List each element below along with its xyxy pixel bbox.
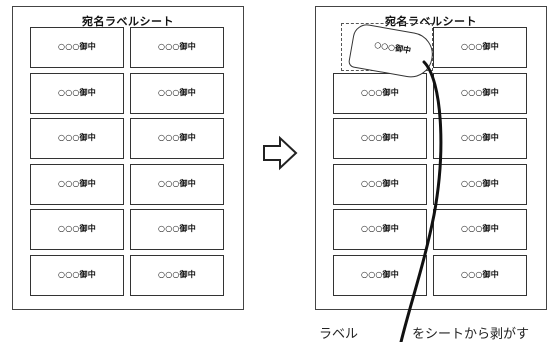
- label-cell-text: ○○○御中: [461, 133, 499, 142]
- label-cell-text: ○○○御中: [461, 178, 499, 188]
- sheet-title: 宛名ラベルシート: [82, 15, 174, 28]
- label-cell: ○○○御中: [130, 72, 224, 114]
- label-cell-text: ○○○御中: [158, 178, 196, 188]
- label-cell: ○○○御中: [333, 72, 427, 114]
- label-cell-text: ○○○御中: [158, 87, 196, 97]
- label-cell-text: ○○○御中: [461, 87, 499, 97]
- label-cell-text: ○○○御中: [361, 178, 399, 188]
- label-cell: ○○○御中: [30, 27, 124, 68]
- label-cell: ○○○御中: [333, 163, 427, 205]
- label-cell-text: ○○○御中: [361, 269, 399, 279]
- label-cell-text: ○○○御中: [361, 87, 399, 97]
- label-cell-text: ○○○御中: [58, 87, 96, 97]
- label-cell-text: ○○○御中: [58, 133, 96, 142]
- label-cell: ○○○御中: [130, 254, 224, 296]
- label-cell-text: ○○○御中: [58, 42, 96, 51]
- label-cell: ○○○御中: [130, 209, 224, 250]
- label-cell: ○○○御中: [333, 209, 427, 250]
- label-cell: ○○○御中: [130, 118, 224, 159]
- label-cell: ○○○御中: [30, 254, 124, 296]
- label-cell-text: ○○○御中: [461, 42, 499, 51]
- label-cell-text: ○○○御中: [158, 224, 196, 233]
- label-cell-text: ○○○御中: [158, 42, 196, 51]
- label-cell: ○○○御中: [30, 72, 124, 114]
- label-cell-text: ○○○御中: [58, 178, 96, 188]
- label-cell-text: ○○○御中: [158, 133, 196, 142]
- label-cell: ○○○御中: [433, 72, 527, 114]
- label-cell-text: ○○○御中: [58, 269, 96, 279]
- label-cell: ○○○御中: [130, 27, 224, 68]
- label-cell: ○○○御中: [433, 209, 527, 250]
- sheet-title: 宛名ラベルシート: [385, 15, 477, 28]
- label-cell-text: ○○○御中: [58, 224, 96, 233]
- right-outline-arrow-icon: [263, 135, 298, 171]
- label-cell: ○○○御中: [433, 27, 527, 68]
- caption-peel-instruction: をシートから剥がす: [412, 327, 530, 342]
- label-cell: ○○○御中: [30, 209, 124, 250]
- label-cell: ○○○御中: [433, 163, 527, 205]
- label-cell-text: ○○○御中: [461, 224, 499, 233]
- label-cell: ○○○御中: [30, 118, 124, 159]
- label-cell-text: ○○○御中: [461, 269, 499, 279]
- label-cell: ○○○御中: [333, 254, 427, 296]
- label-cell-text: ○○○御中: [158, 269, 196, 279]
- label-cell-text: ○○○御中: [361, 133, 399, 142]
- label-cell-text: ○○○御中: [361, 224, 399, 233]
- label-cell: ○○○御中: [433, 254, 527, 296]
- label-cell: ○○○御中: [333, 118, 427, 159]
- caption-label: ラベル: [319, 327, 359, 342]
- label-cell: ○○○御中: [30, 163, 124, 205]
- label-cell: ○○○御中: [130, 163, 224, 205]
- label-cell: ○○○御中: [433, 118, 527, 159]
